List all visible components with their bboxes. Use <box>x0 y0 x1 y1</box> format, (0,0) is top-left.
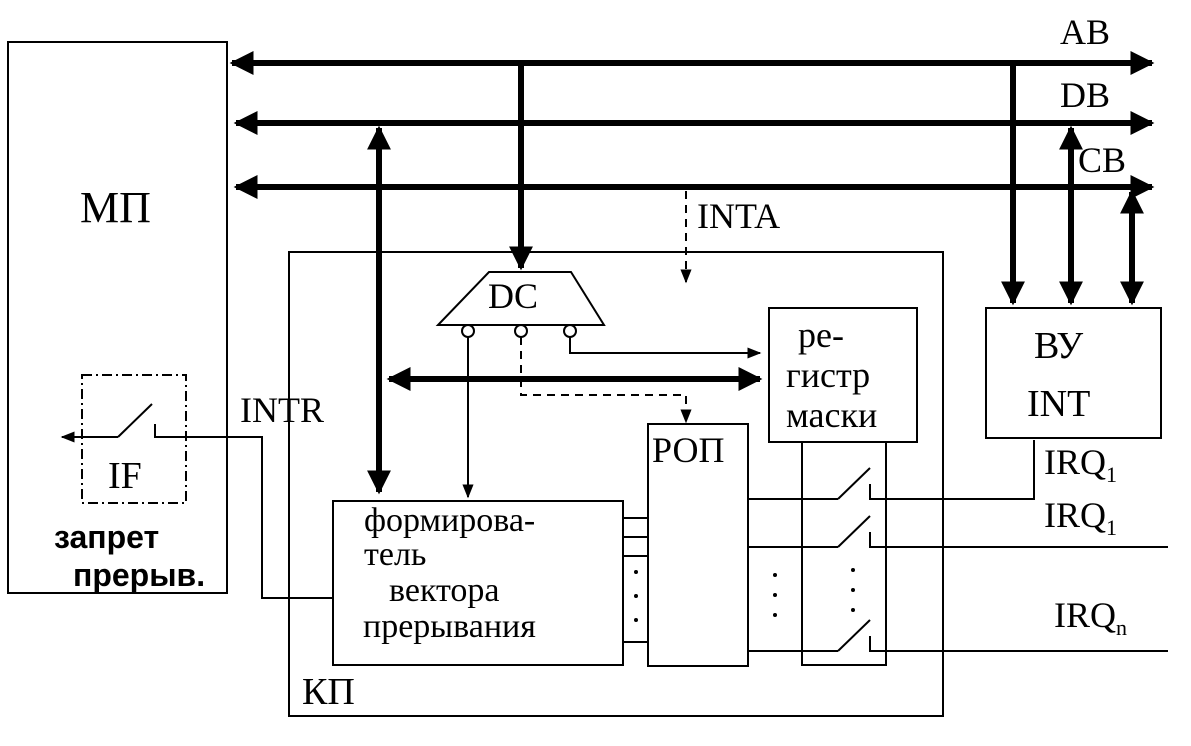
if-label: IF <box>108 455 142 497</box>
ellipsis-dot <box>851 588 855 592</box>
kp-label: КП <box>302 671 355 713</box>
vector-label-1: формирова- <box>364 502 535 539</box>
dc-output-2 <box>514 324 528 338</box>
mask-switch-2 <box>837 515 871 548</box>
dc-output-1 <box>461 324 475 338</box>
ellipsis-dot <box>773 573 777 577</box>
ellipsis-dot <box>634 570 638 574</box>
vector-label-4: прерывания <box>363 608 536 645</box>
dc-decoder <box>435 271 606 326</box>
mask-switch-box <box>801 441 887 666</box>
external-device <box>985 307 1162 439</box>
inta-label: INTA <box>697 196 780 236</box>
mask-register <box>768 307 918 443</box>
ellipsis-dot <box>634 618 638 622</box>
vector-former <box>332 500 624 666</box>
dc-output-3 <box>563 324 577 338</box>
vu-label: ВУ <box>1034 325 1083 367</box>
if-flag-box <box>81 374 187 504</box>
vector-label-2: тель <box>364 536 426 573</box>
mask-switch-contact-1 <box>869 484 886 500</box>
ellipsis-dot <box>851 568 855 572</box>
ellipsis-dot <box>851 608 855 612</box>
intr-label: INTR <box>240 390 324 430</box>
dc-to-mask-line <box>569 337 762 359</box>
intr-line <box>154 424 333 599</box>
mask-label-2: гистр <box>786 355 870 395</box>
vu-int-label: INT <box>1027 383 1090 425</box>
ellipsis-dot <box>773 593 777 597</box>
mask-switch-contact-2 <box>869 532 886 548</box>
mask-switch-3 <box>837 619 871 652</box>
if-switch-blade <box>117 403 153 438</box>
ellipsis-dot <box>773 613 777 617</box>
mask-switch-contact-3 <box>869 636 886 652</box>
ellipsis-dot <box>634 594 638 598</box>
irq1-label-a: IRQ1 <box>1044 442 1117 487</box>
irqn-label: IRQn <box>1054 595 1127 640</box>
vector-label-3: вектора <box>389 572 500 609</box>
db-label: DB <box>1060 75 1110 115</box>
dc-label: DC <box>488 276 538 316</box>
mp-block <box>7 41 228 594</box>
if-caption-1: запрет <box>54 519 159 555</box>
mask-label-3: маски <box>786 395 877 435</box>
irq1-from-device-line <box>886 440 1035 500</box>
cb-label: CB <box>1078 140 1126 180</box>
mask-switch-1 <box>837 467 871 500</box>
kp-block <box>288 251 944 717</box>
if-caption-2: прерыв. <box>73 557 205 593</box>
dc-to-rop-line <box>520 337 692 424</box>
ab-label: AB <box>1060 12 1110 52</box>
irq1-label-b: IRQ1 <box>1044 495 1117 540</box>
mask-label-1: ре- <box>798 315 844 355</box>
rop-register <box>647 423 749 667</box>
mp-label: МП <box>80 183 151 232</box>
rop-label: РОП <box>652 430 724 470</box>
